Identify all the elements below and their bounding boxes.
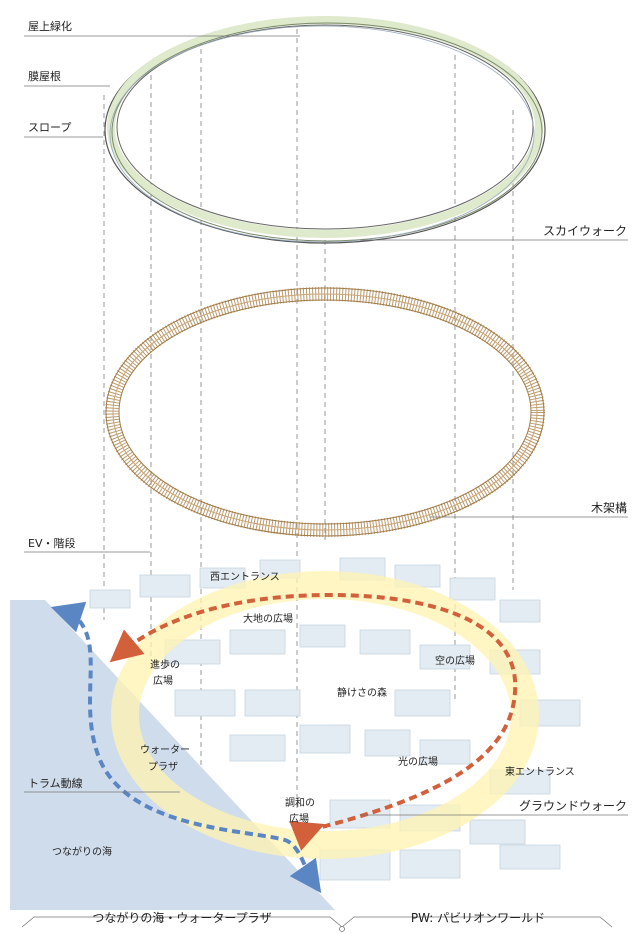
ground-walk-arrow [109,592,518,832]
label-wood-frame: 木架構 [591,501,627,515]
label-water-plaza-1: ウォーター [140,744,190,756]
label-slope: スロープ [28,121,71,134]
footer-bracket [21,916,613,932]
label-daichi-plaza: 大地の広場 [243,612,293,625]
sky-walk-ring [104,16,546,244]
label-harmony-plaza-2: 広場 [289,812,309,825]
wood-frame-ring [105,287,545,537]
ground-walk-arrow-start [289,821,325,851]
label-roof-greening: 屋上緑化 [28,19,72,33]
tram-line-arrow [68,610,322,894]
label-ground-walk: グラウンドウォーク [519,799,627,813]
label-progress-plaza-2: 広場 [153,674,173,687]
footer-right-caption: PW: パビリオンワールド [411,911,545,925]
label-water-plaza-2: プラザ [148,761,178,773]
footer-left-caption: つながりの海・ウォータープラザ [92,910,271,925]
label-sky-plaza: 空の広場 [435,654,475,667]
label-membrane-roof: 膜屋根 [28,69,61,83]
label-forest-tranquility: 静けさの森 [337,686,387,699]
label-progress-plaza-1: 進歩の [150,658,180,671]
label-tram-line: トラム動線 [28,776,83,790]
label-harmony-plaza-1: 調和の [285,796,315,809]
label-east-entrance: 東エントランス [505,765,575,778]
label-light-plaza: 光の広場 [398,755,438,768]
label-connecting-sea: つながりの海 [52,845,112,858]
ground-walk-glow [111,571,539,859]
label-ev-stairs: EV・階段 [28,536,75,550]
tram-line-arrow-start [50,601,87,633]
label-sky-walk: スカイウォーク [543,224,627,238]
alignment-lines [103,20,514,830]
label-leaders [24,35,628,816]
label-west-entrance: 西エントランス [210,571,280,583]
